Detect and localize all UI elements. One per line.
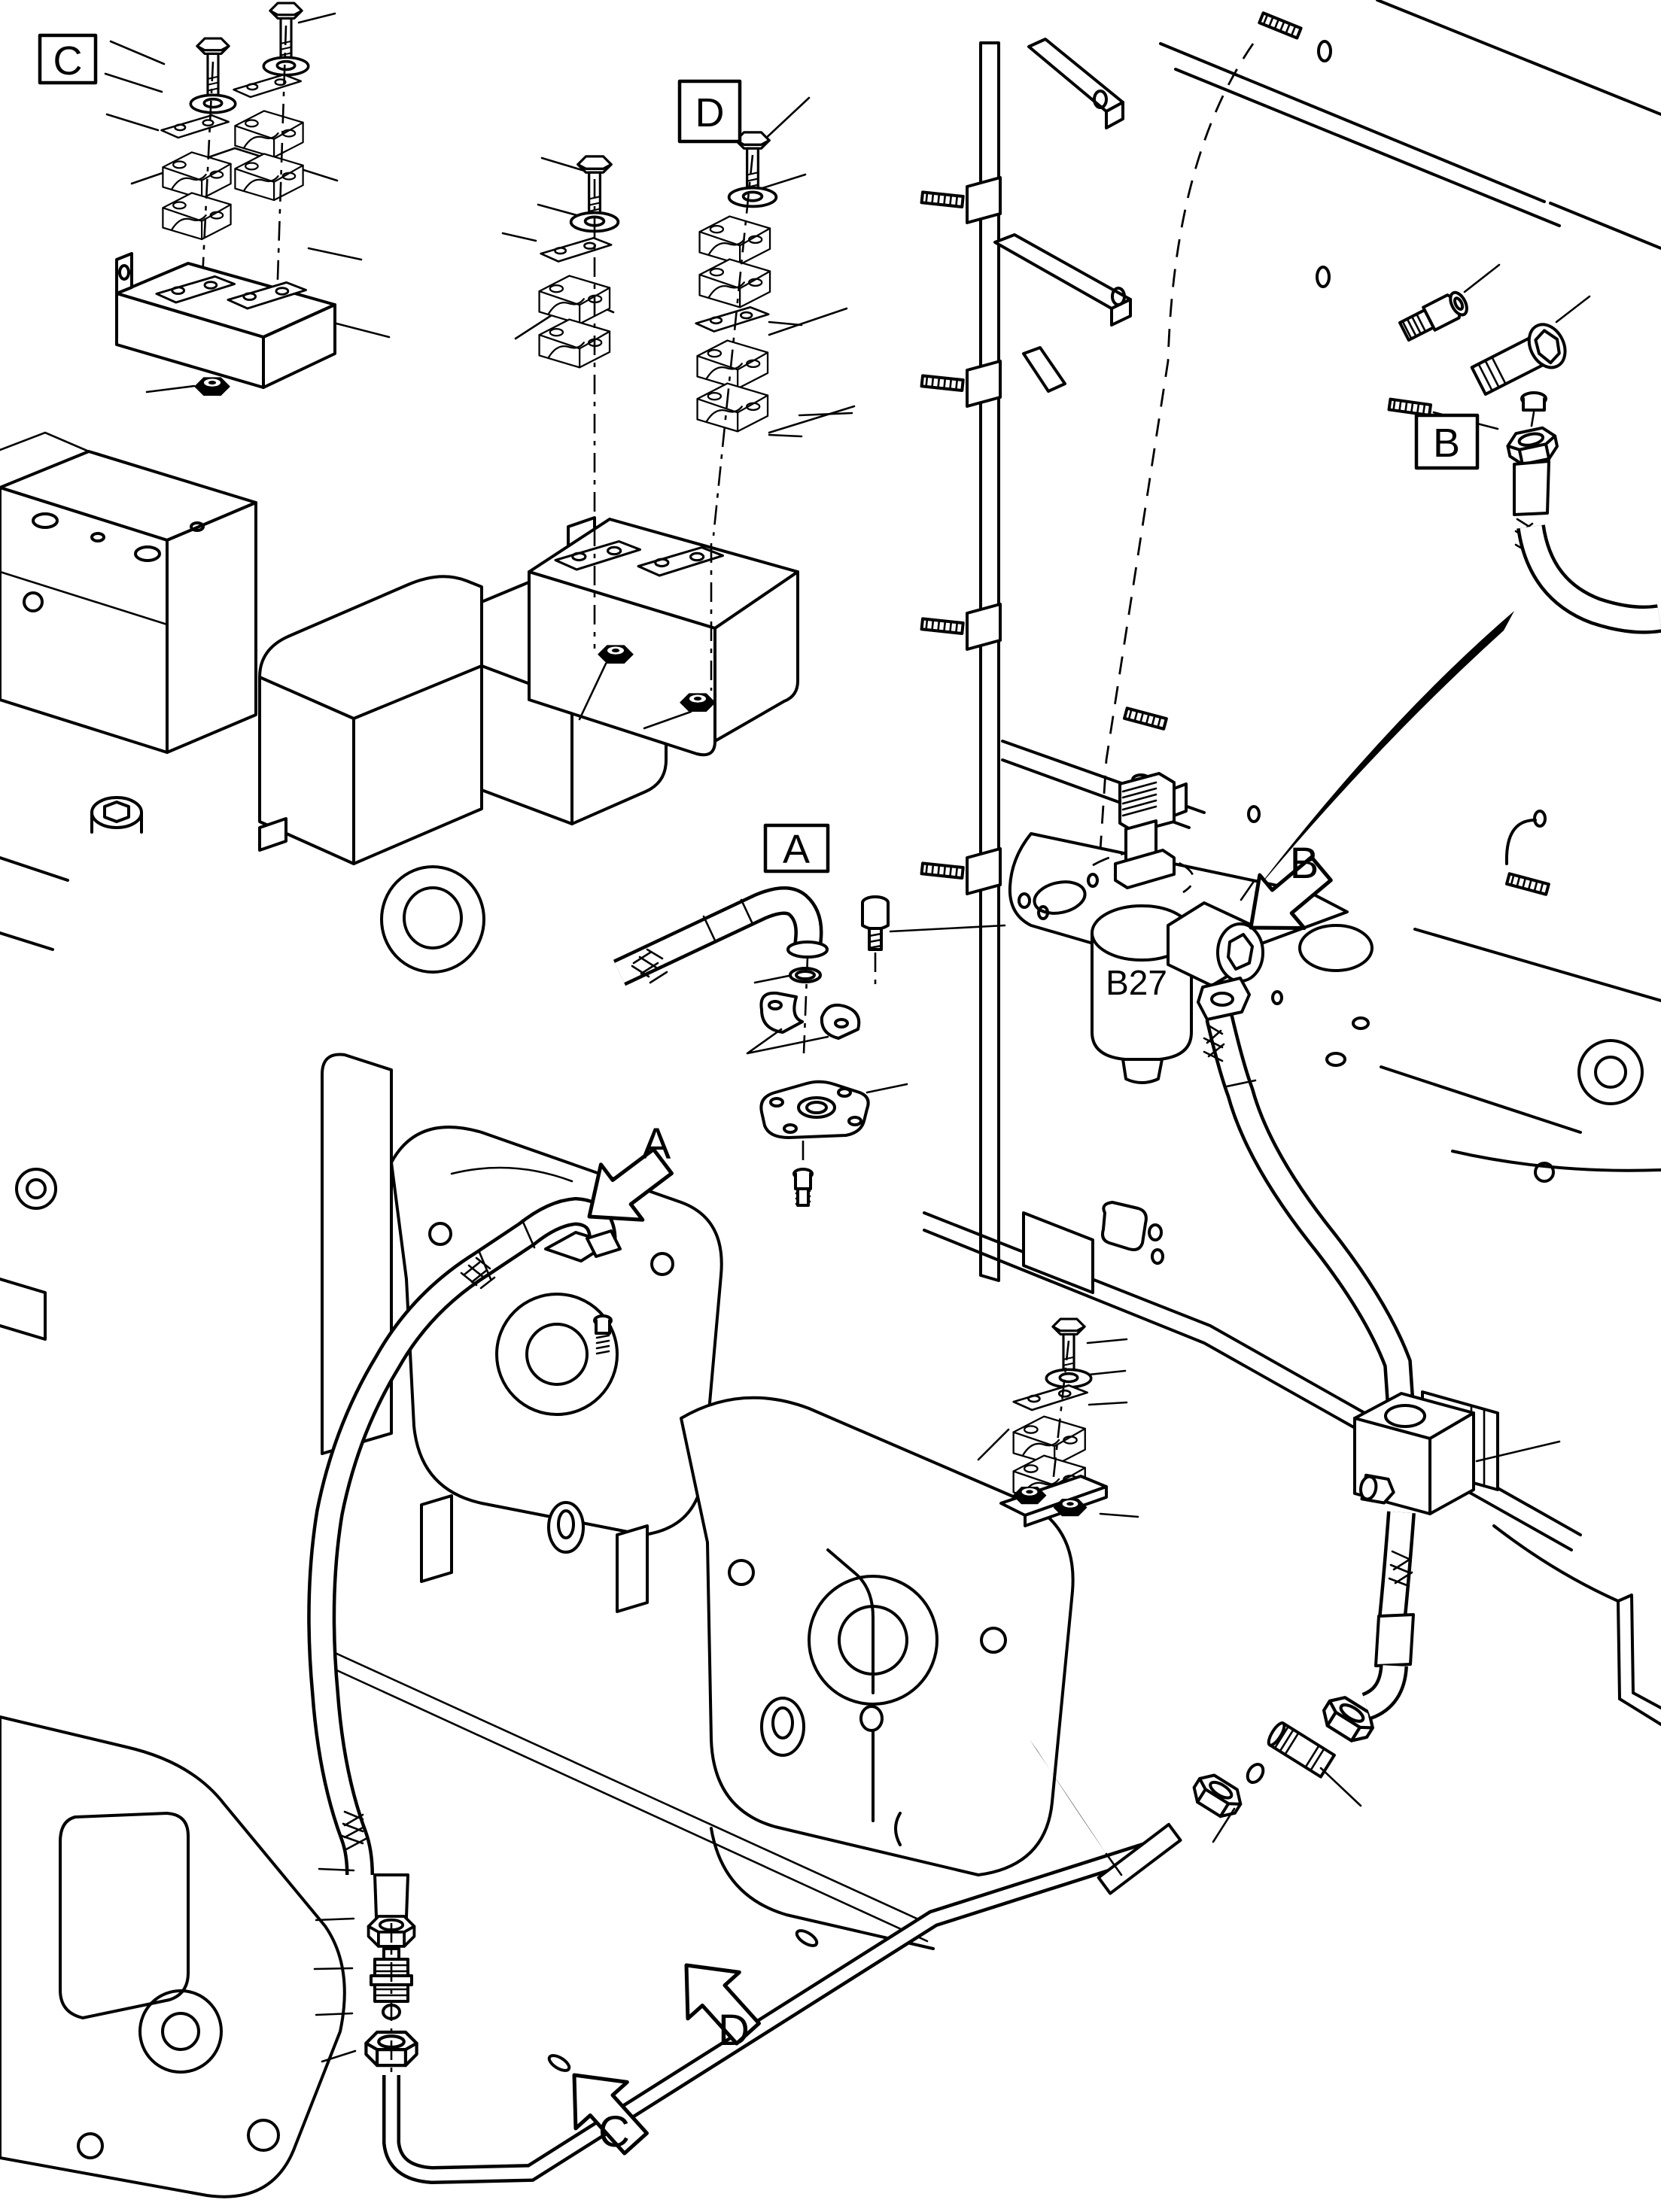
detail-box-b-label: B xyxy=(1433,421,1460,466)
detail-box-a xyxy=(763,823,830,874)
clamp-bracket-c xyxy=(115,252,336,397)
detail-box-d-label: D xyxy=(695,90,725,135)
hydraulic-pumps xyxy=(321,1053,1075,1950)
hose-a-fittings xyxy=(313,1867,417,2081)
long-pipe xyxy=(382,1822,1182,2185)
piping xyxy=(307,1013,1561,2185)
pipe-end-fittings xyxy=(1187,1691,1378,1843)
valve-block xyxy=(0,431,257,754)
detail-box-c xyxy=(38,33,98,85)
arrow-a-label: A xyxy=(642,1120,671,1168)
pointer-swoosh-b xyxy=(1253,611,1514,894)
arrow-d-label: D xyxy=(718,2006,750,2055)
callouts: C D A B A B C D xyxy=(38,33,1514,2166)
mid-clamp-exploded xyxy=(977,1317,1139,1527)
b27-assembly: B27 xyxy=(1008,772,1349,1084)
detail-box-a-label: A xyxy=(783,827,810,872)
hose-a xyxy=(307,1196,622,1876)
detail-d-exploded xyxy=(501,96,856,757)
pipe-clamp-block xyxy=(1353,1390,1561,1515)
engine-bottom xyxy=(0,856,346,2198)
detail-box-c-label: C xyxy=(53,38,83,84)
arrow-b-label: B xyxy=(1290,839,1319,888)
detail-a-exploded xyxy=(593,886,1006,1355)
hose-b xyxy=(1203,1013,1416,1420)
arrow-c-label: C xyxy=(598,2107,630,2156)
detail-c-exploded xyxy=(104,2,391,397)
clamp-bracket-d xyxy=(528,518,799,757)
b27-label: B27 xyxy=(1106,963,1167,1002)
frame-panel xyxy=(920,0,1661,1726)
detail-box-d xyxy=(677,79,742,144)
detail-b-exploded xyxy=(1398,263,1661,634)
detail-box-b xyxy=(1414,413,1480,470)
pointer-swoosh-d xyxy=(1030,1740,1106,1854)
hose-b-lower xyxy=(1361,1511,1416,1720)
